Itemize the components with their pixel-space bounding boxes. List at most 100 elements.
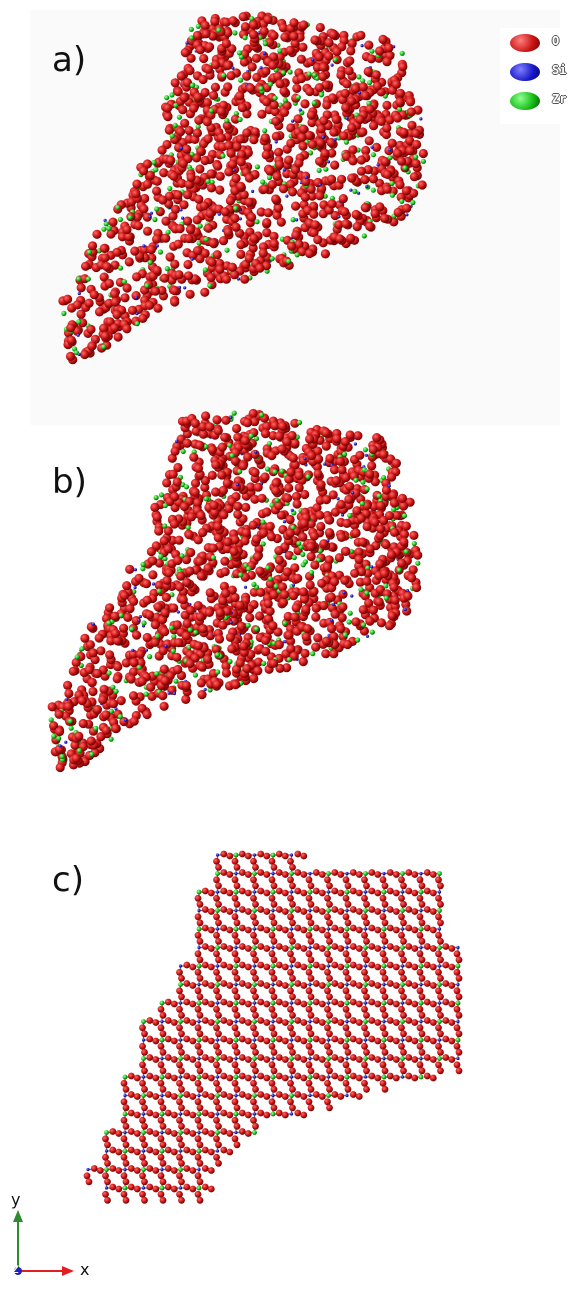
panel-c-o-atom	[294, 1017, 302, 1024]
panel-c-o-atom	[183, 1109, 191, 1117]
panel-b-zr-atom	[369, 629, 375, 635]
panel-a-si-atom	[357, 91, 362, 95]
panel-c-o-atom	[270, 974, 278, 982]
panel-c-o-atom	[122, 1122, 130, 1130]
panel-c-o-atom	[392, 926, 400, 934]
panel-c-o-atom	[220, 869, 228, 876]
panel-c-o-atom	[215, 1030, 222, 1038]
panel-b-o-atom	[162, 478, 172, 488]
panel-b-o-atom	[176, 571, 186, 581]
panel-c-o-atom	[363, 937, 370, 945]
panel-b-o-atom	[108, 699, 119, 709]
panel-c-o-atom	[226, 982, 234, 989]
panel-c-zr-atom	[326, 908, 331, 913]
panel-b-o-atom	[341, 546, 351, 556]
panel-c-o-atom	[257, 980, 265, 987]
panel-c-si-atom	[326, 1038, 331, 1042]
panel-b-zr-atom	[282, 620, 288, 626]
panel-c-o-atom	[220, 980, 228, 987]
panel-c-o-atom	[275, 869, 283, 876]
panel-a-o-atom	[265, 166, 275, 176]
panel-b-o-atom	[306, 451, 317, 461]
panel-c-zr-atom	[289, 1019, 294, 1024]
panel-a-o-atom	[328, 30, 338, 40]
panel-a-o-atom	[235, 134, 245, 144]
panel-c-o-atom	[275, 943, 283, 950]
panel-c-si-atom	[345, 1056, 349, 1061]
panel-a-si-atom	[285, 194, 289, 198]
panel-c-o-atom	[226, 945, 234, 952]
panel-a-si-atom	[274, 140, 278, 144]
panel-c-o-atom	[213, 1061, 220, 1069]
panel-b-zr-atom	[342, 451, 348, 457]
panel-b-zr-atom	[246, 566, 252, 572]
panel-a-o-atom	[81, 261, 91, 271]
panel-c-o-atom	[312, 943, 320, 950]
panel-c-o-atom	[287, 913, 294, 921]
panel-c-o-atom	[215, 1085, 222, 1093]
panel-a-zr-atom	[323, 166, 329, 172]
panel-c-o-atom	[213, 1079, 220, 1087]
panel-b-o-atom	[344, 494, 354, 504]
panel-a-zr-atom	[233, 205, 239, 211]
panel-b-o-atom	[300, 648, 310, 658]
panel-c-si-atom	[234, 1093, 238, 1098]
panel-a-o-atom	[177, 178, 187, 188]
panel-c-o-atom	[307, 974, 315, 982]
panel-c-o-atom	[178, 1178, 185, 1186]
panel-c-o-atom	[349, 1054, 357, 1061]
panel-c-o-atom	[250, 894, 257, 902]
panel-c-o-atom	[374, 871, 382, 878]
panel-c-o-atom	[270, 900, 278, 908]
panel-b-o-atom	[309, 531, 319, 541]
panel-b-o-atom	[54, 709, 64, 719]
panel-b-o-atom	[358, 537, 368, 547]
panel-c-o-atom	[289, 1104, 296, 1112]
panel-c-si-atom	[308, 871, 312, 876]
panel-b-o-atom	[267, 451, 277, 461]
panel-a-zr-atom	[164, 266, 170, 272]
panel-a-o-atom	[94, 307, 105, 317]
panel-c-o-atom	[152, 1185, 160, 1193]
panel-c-o-atom	[349, 924, 357, 932]
panel-a-o-atom	[273, 71, 283, 81]
panel-a-o-atom	[211, 60, 221, 70]
panel-c-o-atom	[448, 1019, 456, 1026]
panel-a-o-atom	[139, 204, 149, 214]
panel-b-o-atom	[197, 690, 207, 700]
panel-b-o-atom	[238, 461, 248, 471]
panel-c-o-atom	[448, 1056, 456, 1063]
panel-a-si-atom	[357, 191, 361, 195]
panel-c-o-atom	[127, 1109, 135, 1117]
panel-c-o-atom	[263, 1000, 271, 1008]
panel-c-o-atom	[178, 1122, 185, 1130]
panel-a-o-atom	[220, 207, 230, 217]
panel-c-o-atom	[102, 1190, 109, 1198]
panel-b-o-atom	[345, 430, 355, 440]
panel-b-zr-atom	[383, 595, 389, 601]
panel-c-o-atom	[231, 1098, 239, 1106]
panel-b-o-atom	[173, 555, 183, 566]
panel-c-o-atom	[294, 1091, 302, 1098]
panel-c-o-atom	[326, 956, 333, 964]
panel-c-si-atom	[104, 1186, 109, 1190]
panel-b-o-atom	[399, 501, 409, 511]
panel-c-o-atom	[189, 982, 197, 989]
panel-c-o-atom	[275, 980, 283, 987]
panel-b-o-atom	[265, 521, 275, 531]
panel-c-o-atom	[196, 937, 204, 945]
panel-c-o-atom	[448, 1037, 456, 1045]
panel-c-o-atom	[287, 931, 294, 939]
panel-c-o-atom	[355, 945, 363, 952]
panel-c-o-atom	[213, 1024, 220, 1032]
panel-b-o-atom	[70, 740, 80, 750]
panel-c-o-atom	[361, 1061, 368, 1069]
panel-b-zr-atom	[359, 500, 365, 507]
panel-c-o-atom	[213, 1098, 220, 1106]
panel-a-o-atom	[378, 34, 388, 45]
panel-b-o-atom	[274, 431, 284, 441]
panel-a-o-atom	[395, 97, 405, 107]
panel-b-o-atom	[169, 519, 179, 529]
panel-b-o-atom	[340, 437, 350, 447]
panel-b-o-atom	[119, 623, 129, 633]
